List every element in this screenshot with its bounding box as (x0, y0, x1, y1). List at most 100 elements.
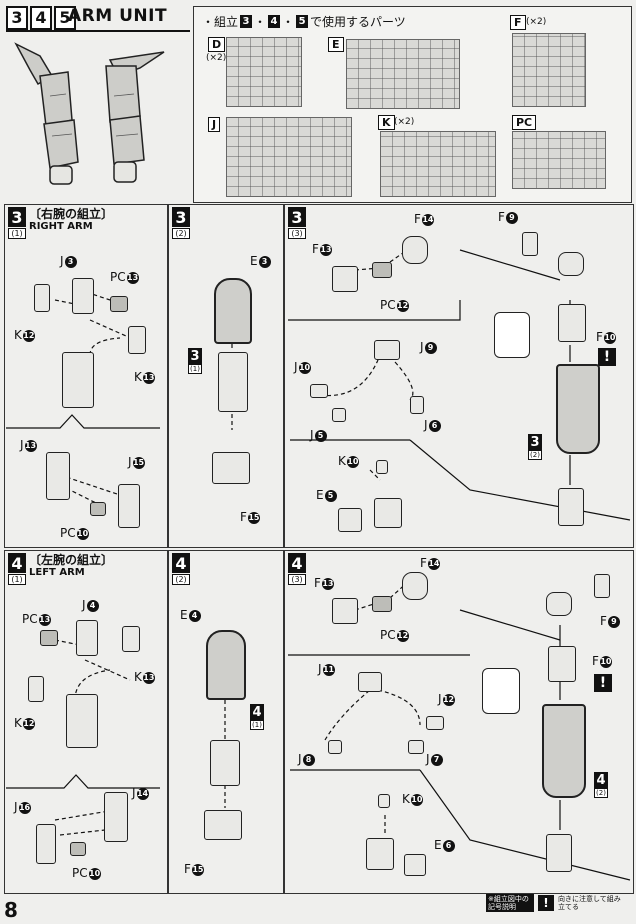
orientation-warning-icon: ! (594, 674, 612, 692)
title-divider (6, 30, 190, 32)
part-label-f15: F15 (240, 510, 260, 524)
part-label-k10: K10 (402, 792, 423, 806)
part-label-k12: K12 (14, 328, 35, 342)
sprue-multiplier: (×2) (526, 17, 547, 27)
step-number: 4 (30, 6, 52, 30)
sprue-runner-f (512, 33, 586, 107)
panel-step-4-1 (4, 550, 168, 894)
sprue-label: D (208, 37, 226, 52)
step-title: 〔右腕の組立〕 (29, 207, 114, 221)
part-pc13 (40, 630, 58, 646)
sprue-multiplier: (×2) (206, 53, 227, 63)
sprue-label: J (208, 117, 221, 132)
sprue-label: K (378, 115, 395, 130)
part-j12 (426, 716, 444, 730)
part-k10 (378, 794, 390, 808)
step-ref-4-1: 4(1) (250, 704, 264, 730)
part-k12 (34, 284, 50, 312)
part-label-f14: F14 (414, 212, 434, 226)
step-ref-3-2: 3(2) (528, 434, 542, 460)
part-j11 (358, 672, 382, 692)
parts-header: ・組立 3・ 4・ 5 で使用するパーツ (202, 15, 406, 29)
part-label-j11: J11 (318, 662, 335, 676)
part-f10 (548, 646, 576, 682)
sprue-runner-d (226, 37, 302, 107)
sprue-label: E (328, 37, 344, 52)
part-arm-core (62, 352, 94, 408)
part-pc13 (110, 296, 128, 312)
step-4-3-header: 4 (3) (288, 553, 306, 585)
part-label-f14: F14 (420, 556, 440, 570)
part-label-k13: K13 (134, 370, 155, 384)
step-3-2-header: 3 (2) (172, 207, 190, 239)
part-f14 (402, 236, 428, 264)
part-f10 (558, 304, 586, 342)
step-3-1-header: 3 (1) 〔右腕の組立〕 RIGHT ARM (8, 207, 113, 239)
panel-step-4-2 (168, 550, 284, 894)
part-pc10 (90, 502, 106, 516)
step-sub-number: (3) (288, 228, 306, 239)
legend-title: ※組立図中の記号説明 (486, 894, 534, 912)
part-k13 (122, 626, 140, 652)
detail-callout (494, 312, 530, 358)
part-j13 (46, 452, 70, 500)
sprue-runner-k (380, 131, 496, 197)
forearm-assembled (556, 364, 600, 454)
part-hand (374, 498, 402, 528)
part-j16 (36, 824, 56, 864)
orientation-warning-icon: ! (598, 348, 616, 366)
step-sub-number: (3) (288, 574, 306, 585)
panel-step-4-3 (284, 550, 634, 894)
sprue-label: F (510, 15, 526, 30)
detail-callout (482, 668, 520, 714)
step-number: 4 (172, 553, 190, 573)
part-f9 (522, 232, 538, 256)
part-e4-shoulder (206, 630, 246, 700)
step-number: 3 (8, 207, 26, 227)
step-ref-3-1: 3(1) (188, 348, 202, 374)
parts-list-box: ・組立 3・ 4・ 5 で使用するパーツ D (×2) E F (×2) J K… (193, 6, 632, 203)
symbol-legend: ※組立図中の記号説明 ! 向きに注意して組み立てる (486, 894, 624, 912)
parts-intro-text: ・組立 (202, 15, 239, 29)
part-label-j12: J12 (438, 692, 455, 706)
orientation-warning-icon: ! (538, 895, 554, 911)
step-ref-badge: 4 (268, 15, 281, 28)
part-f15 (212, 452, 250, 484)
sprue-runner-pc (512, 131, 606, 189)
page-number: 8 (4, 898, 18, 922)
part-j4 (76, 620, 98, 656)
part-hand-assembled (546, 834, 572, 872)
part-label-j14: J14 (132, 786, 149, 800)
part-hand (366, 838, 394, 870)
step-sub-number: (1) (8, 228, 26, 239)
legend-text: 向きに注意して組み立てる (558, 895, 621, 911)
step-title: 〔左腕の組立〕 (29, 553, 114, 567)
arm-unit-illustration (14, 42, 165, 185)
part-pc10 (70, 842, 86, 856)
step-ref-badge: 3 (240, 15, 253, 28)
step-4-2-header: 4 (2) (172, 553, 190, 585)
part-j10 (310, 384, 328, 398)
part-label-f15: F15 (184, 862, 204, 876)
part-j3 (72, 278, 94, 314)
part-f15 (204, 810, 242, 840)
part-label-j16: J16 (14, 800, 31, 814)
part-f14 (402, 572, 428, 600)
sprue-multiplier: (×2) (394, 117, 415, 127)
part-f13 (332, 266, 358, 292)
part-label-pc10: PC10 (72, 866, 101, 880)
part-j5 (332, 408, 346, 422)
part-j9 (374, 340, 400, 360)
part-label-j15: J15 (128, 455, 145, 469)
step-4-1-header: 4 (1) 〔左腕の組立〕 LEFT ARM (8, 553, 113, 585)
part-label-k10: K10 (338, 454, 359, 468)
panel-step-3-1 (4, 204, 168, 548)
part-label-j13: J13 (20, 438, 37, 452)
